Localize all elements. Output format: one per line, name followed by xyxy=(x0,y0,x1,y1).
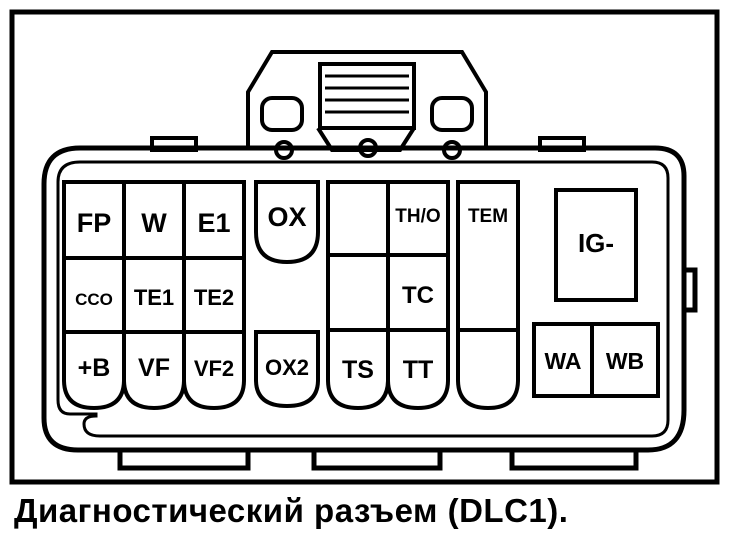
pin-tt-label: TT xyxy=(403,356,434,384)
cavity-group-left xyxy=(62,180,246,411)
pin-tc-label: TC xyxy=(402,282,434,309)
pin-b-label: +B xyxy=(78,354,111,382)
pin-ox-label: OX xyxy=(267,202,306,232)
outer-frame xyxy=(9,9,720,485)
dlc1-connector-diagram: FP W E1 OX TH/O TEM IG- CCO TE1 TE2 TC +… xyxy=(9,9,720,485)
pin-ig-label: IG- xyxy=(578,228,614,258)
cavity-ox xyxy=(254,180,320,265)
pin-vf-label: VF xyxy=(138,354,170,382)
pin-wb-label: WB xyxy=(606,348,644,374)
pin-tem-label: TEM xyxy=(468,206,508,227)
pin-wa-label: WA xyxy=(544,348,581,374)
pin-w-label: W xyxy=(141,208,167,238)
cavity-ox2 xyxy=(254,330,320,409)
cavity-group-wa-wb xyxy=(532,322,660,398)
cavity-group-center xyxy=(326,180,450,411)
pin-e1-label: E1 xyxy=(197,208,230,238)
cavity-tem xyxy=(456,180,520,411)
pin-fp-label: FP xyxy=(77,208,112,238)
pin-tho-label: TH/O xyxy=(395,206,440,227)
top-latch xyxy=(150,50,586,160)
pin-cco-label: CCO xyxy=(75,290,113,309)
pin-vf2-label: VF2 xyxy=(194,356,234,381)
diagram-caption: Диагностический разъем (DLC1). xyxy=(14,492,569,529)
cavity-ig xyxy=(554,188,638,302)
pin-ts-label: TS xyxy=(342,356,374,384)
connector-body xyxy=(41,145,698,471)
pin-te1-label: TE1 xyxy=(134,285,174,310)
pin-te2-label: TE2 xyxy=(194,285,234,310)
pin-ox2-label: OX2 xyxy=(265,355,309,380)
